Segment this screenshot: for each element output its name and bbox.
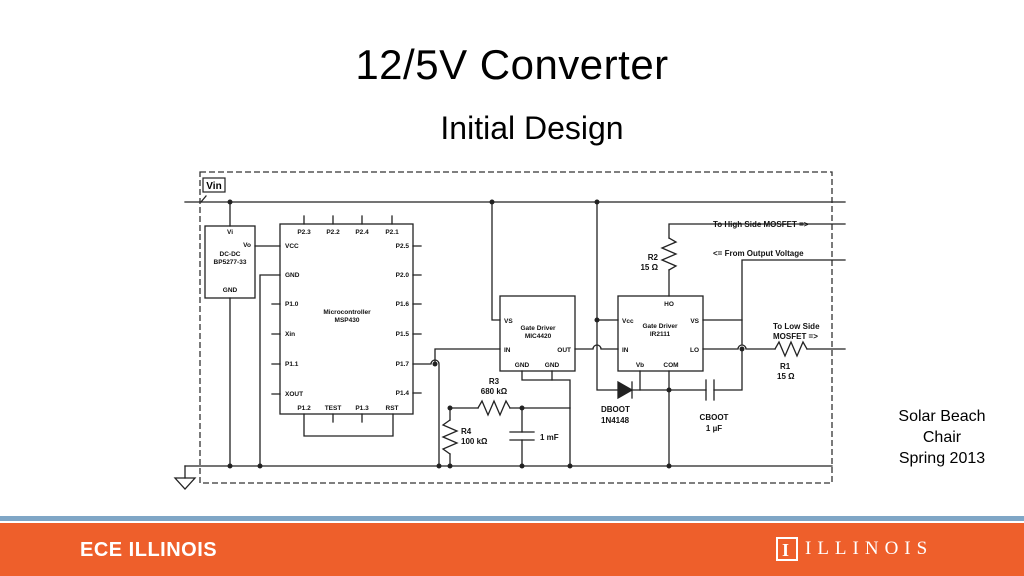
mic4420-pin-in: IN [504, 347, 511, 354]
illinois-wordmark: ILLINOIS [805, 538, 934, 559]
mcu-left-pin: P1.0 [285, 301, 299, 308]
dboot-name: DBOOT [601, 405, 630, 414]
mcu-left-pin: XOUT [285, 391, 303, 398]
r4-resistor [441, 419, 459, 455]
mcu-left-pin: VCC [285, 243, 299, 250]
c1-value: 1 mF [540, 433, 559, 442]
mic4420-name: Gate Driver [520, 325, 556, 332]
mic4420-pin-vs: VS [504, 318, 513, 325]
side-note-line: Spring 2013 [898, 450, 986, 467]
mcu-part: MSP430 [335, 317, 360, 324]
vin-tick [200, 195, 207, 203]
mcu-right-pin: P1.4 [396, 390, 410, 397]
c1-capacitor-plates [509, 431, 535, 441]
mcu-name: Microcontroller [323, 309, 371, 316]
mcu-right-pin: P1.7 [396, 361, 410, 368]
ir2111-part: IR2111 [650, 331, 671, 338]
r1-resistor [774, 340, 808, 358]
mcu-right-pin: P1.5 [396, 331, 410, 338]
r2-value: 15 Ω [640, 263, 658, 272]
mcu-bottom-pin: TEST [325, 405, 342, 412]
footer-accent-strip [0, 516, 1024, 521]
vin-label: Vin [206, 181, 221, 192]
mcu-right-pin: P1.6 [396, 301, 410, 308]
cboot-value: 1 µF [706, 424, 722, 433]
dcdc-part: BP5277-33 [214, 259, 247, 266]
mic4420-part: MIC4420 [525, 333, 552, 340]
mcu-right-pin: P2.5 [396, 243, 410, 250]
ir2111-pin-vs: VS [690, 318, 699, 325]
mcu-top-pin: P2.2 [326, 229, 340, 236]
mcu-bottom-pin: RST [386, 405, 399, 412]
illinois-block-i-icon: I [776, 537, 798, 561]
ir2111-pin-com: COM [663, 362, 678, 369]
dboot-part: 1N4148 [601, 416, 630, 425]
r1-value: 15 Ω [777, 372, 795, 381]
dcdc-pin-vi: Vi [227, 229, 233, 236]
r3-name: R3 [489, 377, 500, 386]
mic4420-pin-gnd: GND [515, 362, 530, 369]
ir2111-pin-in: IN [622, 347, 629, 354]
dboot-diode [617, 380, 634, 400]
side-note-line: Chair [922, 429, 962, 446]
junction-dots [227, 199, 745, 469]
r4-name: R4 [461, 427, 472, 436]
dcdc-pin-gnd: GND [223, 287, 238, 294]
mic4420-pin-gnd: GND [545, 362, 560, 369]
label-low-side-2: MOSFET => [773, 332, 818, 341]
r3-value: 680 kΩ [481, 387, 508, 396]
mcu-top-pin: P2.3 [297, 229, 311, 236]
mcu-left-pin: GND [285, 272, 300, 279]
side-note: Solar Beach Chair Spring 2013 [862, 406, 1022, 469]
vin-label-box [202, 177, 226, 193]
slide-title: 12/5V Converter [355, 41, 669, 88]
mcu-bottom-pin: P1.2 [297, 405, 311, 412]
mcu-right-pin: P2.0 [396, 272, 410, 279]
dcdc-name: DC-DC [220, 251, 241, 258]
label-high-side: To High Side MOSFET => [713, 220, 809, 229]
r2-name: R2 [648, 253, 659, 262]
footer-bar: ECE ILLINOIS I ILLINOIS [0, 523, 1024, 576]
side-note-line: Solar Beach [898, 408, 986, 425]
footer-divider [0, 521, 1024, 523]
ir2111-pin-lo: LO [690, 347, 699, 354]
board-outline [199, 171, 833, 484]
mic4420-box [499, 295, 576, 372]
mcu-box [279, 223, 414, 415]
logo-letter: I [782, 540, 790, 560]
mic4420-pin-out: OUT [557, 347, 571, 354]
r4-value: 100 kΩ [461, 437, 488, 446]
mcu-bottom-pin: P1.3 [355, 405, 369, 412]
cboot-capacitor-plates [705, 379, 715, 401]
ece-illinois-logo: ECE ILLINOIS [80, 539, 218, 561]
ir2111-pin-vb: Vb [636, 362, 644, 369]
mcu-top-pin: P2.4 [355, 229, 369, 236]
mcu-left-pin: P1.1 [285, 361, 299, 368]
mcu-left-pin: Xin [285, 331, 295, 338]
cboot-name: CBOOT [700, 413, 729, 422]
slide-subtitle: Initial Design [440, 110, 624, 146]
dcdc-pin-vo: Vo [243, 242, 251, 249]
ir2111-name: Gate Driver [642, 323, 678, 330]
r1-name: R1 [780, 362, 791, 371]
r3-resistor [477, 399, 511, 417]
r2-resistor [660, 237, 678, 271]
mcu-top-pin: P2.1 [385, 229, 399, 236]
label-low-side-1: To Low Side [773, 322, 820, 331]
ir2111-box [617, 295, 704, 372]
ir2111-pin-ho: HO [664, 301, 674, 308]
ground-symbol [173, 477, 197, 490]
ir2111-pin-vcc: Vcc [622, 318, 634, 325]
label-output-voltage: <= From Output Voltage [713, 249, 804, 258]
